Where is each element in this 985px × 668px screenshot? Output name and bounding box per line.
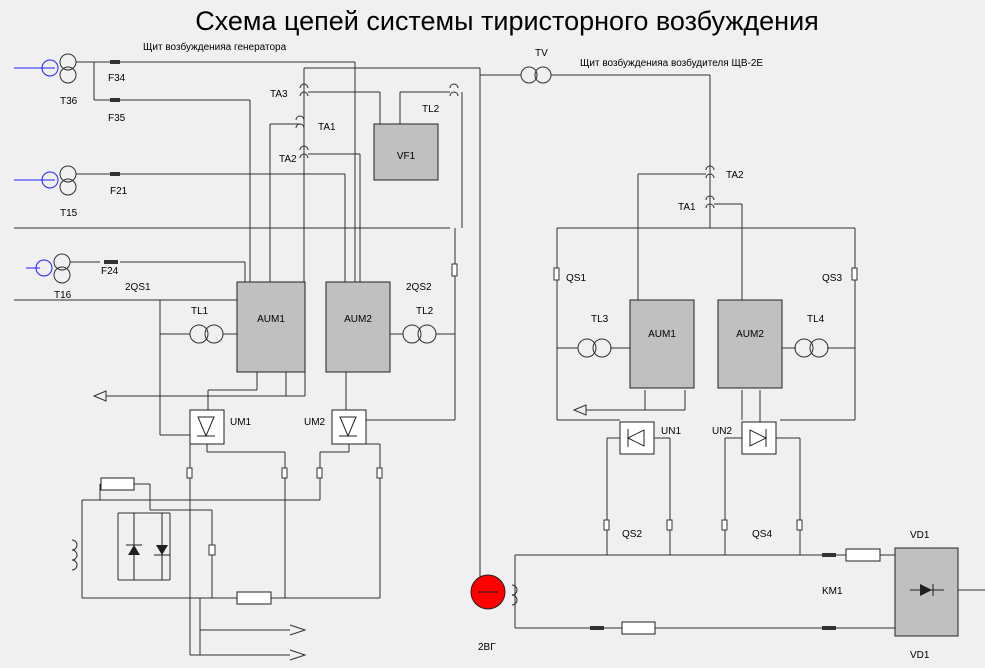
resistor-right-top[interactable] [845,548,881,562]
current-transformers-right[interactable] [637,165,743,300]
device-VF1[interactable] [373,123,439,181]
device-AUM2-right[interactable] [717,299,783,389]
transformer-T15[interactable] [14,165,77,196]
transformer-TL1[interactable] [160,324,237,344]
switch-QS1[interactable] [553,267,560,281]
label-VD1-top: VD1 [910,530,930,541]
contacts-left[interactable] [186,467,383,556]
switch-2QS2[interactable] [451,263,458,277]
device-AUM1-left[interactable] [236,281,306,373]
label-2QS2: 2QS2 [406,282,432,293]
transformer-T16[interactable] [26,253,71,284]
thyristor-pair[interactable] [126,513,170,580]
transformer-TL4[interactable] [794,338,829,358]
wiring-left-mid [105,228,456,436]
resistor-top[interactable] [100,477,135,491]
label-KM1: KM1 [822,586,843,597]
generator-panel-caption: Щит возбужденияа генератора [143,41,287,53]
resistor-right-bottom[interactable] [621,621,656,635]
arrow-left-icon [92,390,107,402]
label-TA2-left: TA2 [279,154,297,165]
label-QS1: QS1 [566,273,586,284]
label-AUM2-right: AUM2 [736,329,764,340]
label-TA2-right: TA2 [726,170,744,181]
diagram-title: Схема цепей системы тиристорного возбужд… [195,6,819,36]
label-QS2: QS2 [622,529,642,540]
device-AUM1-right[interactable] [629,299,695,389]
arrow-left-icon [572,404,587,416]
device-VD1[interactable] [894,547,959,637]
label-AUM2-left: AUM2 [344,314,372,325]
label-QS3: QS3 [822,273,842,284]
wiring-left-bottom [81,443,381,656]
label-UN2: UN2 [712,426,732,437]
label-TV: TV [535,48,548,59]
rectifier-UN1[interactable] [619,421,655,455]
wiring-right-frame [556,227,856,426]
transformer-TL2-mid[interactable] [390,324,455,344]
label-QS4: QS4 [752,529,772,540]
wiring-right-bottom [514,437,985,629]
label-TL1: TL1 [191,306,209,317]
transformer-T36[interactable] [14,53,77,84]
current-transformers-left[interactable] [269,67,480,282]
label-2VG: 2ВГ [478,642,496,653]
label-TA1-right: TA1 [678,202,696,213]
contacts-right[interactable] [590,519,836,630]
inductor-left [71,539,78,571]
label-F21: F21 [110,186,128,197]
rectifier-UN2[interactable] [741,421,777,455]
label-TL2-top: TL2 [422,104,440,115]
label-TA3: TA3 [270,89,288,100]
resistor-bottom[interactable] [236,591,272,605]
label-UM1: UM1 [230,417,252,428]
label-T15: T15 [60,208,78,219]
label-UM2: UM2 [304,417,326,428]
label-T16: T16 [54,290,72,301]
label-TL4: TL4 [807,314,825,325]
label-VF1: VF1 [397,151,416,162]
rectifier-UM2[interactable] [331,409,367,445]
label-T36: T36 [60,96,78,107]
label-AUM1-right: AUM1 [648,329,676,340]
feeder-lines-left [14,61,450,301]
label-TL2-mid: TL2 [416,306,434,317]
generator-2VG[interactable] [470,574,506,610]
label-VD1-bottom: VD1 [910,650,930,661]
inductor-generator [511,584,518,606]
label-F34: F34 [108,73,126,84]
transformer-TV[interactable] [479,66,711,590]
switch-QS3[interactable] [851,267,858,281]
label-AUM1-left: AUM1 [257,314,285,325]
exciter-panel-caption: Щит возбужденияа возбудителя ЩВ-2Е [580,57,763,69]
label-F35: F35 [108,113,126,124]
label-F24: F24 [101,266,119,277]
label-TL3: TL3 [591,314,609,325]
output-arrows [289,624,307,661]
transformer-TL3[interactable] [577,338,612,358]
label-TA1-left: TA1 [318,122,336,133]
rectifier-UM1[interactable] [189,409,225,445]
label-2QS1: 2QS1 [125,282,151,293]
device-AUM2-left[interactable] [325,281,391,373]
label-UN1: UN1 [661,426,681,437]
fuses[interactable] [104,60,120,264]
